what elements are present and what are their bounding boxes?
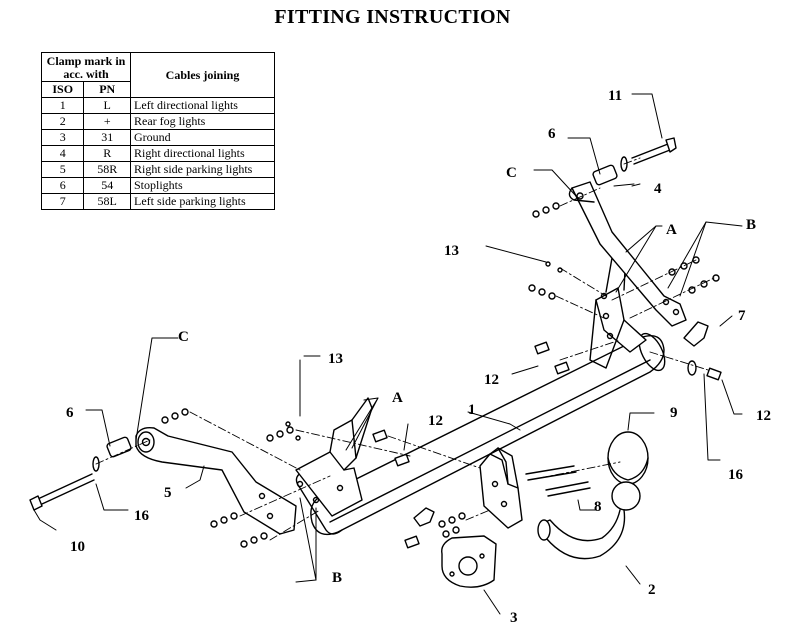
connector-clip: [413, 321, 709, 527]
table-subheader-row: ISO PN: [40, 81, 275, 98]
callout-c-left: C: [178, 329, 189, 345]
cable-cell: Rear fog lights: [130, 113, 275, 130]
callout-13-a: 13: [444, 243, 459, 259]
callout-7: 7: [738, 308, 746, 324]
callout-8: 8: [594, 499, 602, 515]
callout-c-right: C: [506, 165, 517, 181]
socket-plate: [441, 535, 497, 588]
left-spacer: [92, 436, 132, 472]
callout-2: 2: [648, 582, 656, 598]
tow-ball: [537, 431, 649, 560]
header-clamp-mark: Clamp mark in acc. with: [41, 52, 131, 82]
bolts-12: [372, 341, 722, 549]
table-row: 4 R Right directional lights: [40, 145, 275, 162]
callout-6-left: 6: [66, 405, 74, 421]
left-mount-plate: [295, 397, 373, 517]
callout-a-right: A: [666, 222, 677, 238]
crossbar-tube: [295, 332, 666, 536]
pn-cell: 58R: [83, 161, 131, 178]
callout-11: 11: [608, 88, 622, 104]
wiring-table: Clamp mark in acc. with Cables joining I…: [40, 52, 275, 210]
table-row: 5 58R Right side parking lights: [40, 161, 275, 178]
callout-5: 5: [164, 485, 172, 501]
callout-16-a: 16: [134, 508, 150, 524]
long-bolt-right: [631, 137, 677, 165]
leader-lines: [33, 93, 743, 615]
center-bracket: [479, 447, 523, 529]
long-bolt-left: [29, 473, 95, 511]
callout-1: 1: [468, 402, 476, 418]
right-spacer: [592, 156, 628, 186]
page-title: FITTING INSTRUCTION: [274, 6, 511, 28]
callout-13-b: 13: [328, 351, 343, 367]
table-row: 7 58L Left side parking lights: [40, 193, 275, 210]
cable-cell: Right side parking lights: [130, 161, 275, 178]
callout-a-left: A: [392, 390, 403, 406]
callout-12-b: 12: [428, 413, 443, 429]
cable-cell: Right directional lights: [130, 145, 275, 162]
left-side-arm: [135, 426, 297, 535]
iso-cell: 7: [40, 193, 85, 210]
callout-b-left: B: [332, 570, 342, 586]
callout-10: 10: [70, 539, 85, 555]
table-row: 6 54 Stoplights: [40, 177, 275, 194]
callout-12-a: 12: [484, 372, 499, 388]
right-side-arm: [568, 181, 687, 327]
cable-cell: Left side parking lights: [130, 193, 275, 210]
center-bolts: [525, 465, 591, 497]
callout-3: 3: [510, 610, 518, 626]
callout-4: 4: [654, 181, 662, 197]
callout-b-right: B: [746, 217, 756, 233]
callout-9: 9: [670, 405, 678, 421]
table-row: 2 + Rear fog lights: [40, 113, 275, 130]
assembly-lines: [95, 157, 715, 541]
header-pn: PN: [83, 81, 131, 98]
callout-12-c: 12: [756, 408, 771, 424]
iso-cell: 4: [40, 145, 85, 162]
callout-6-right: 6: [548, 126, 556, 142]
callout-16-b: 16: [728, 467, 744, 483]
